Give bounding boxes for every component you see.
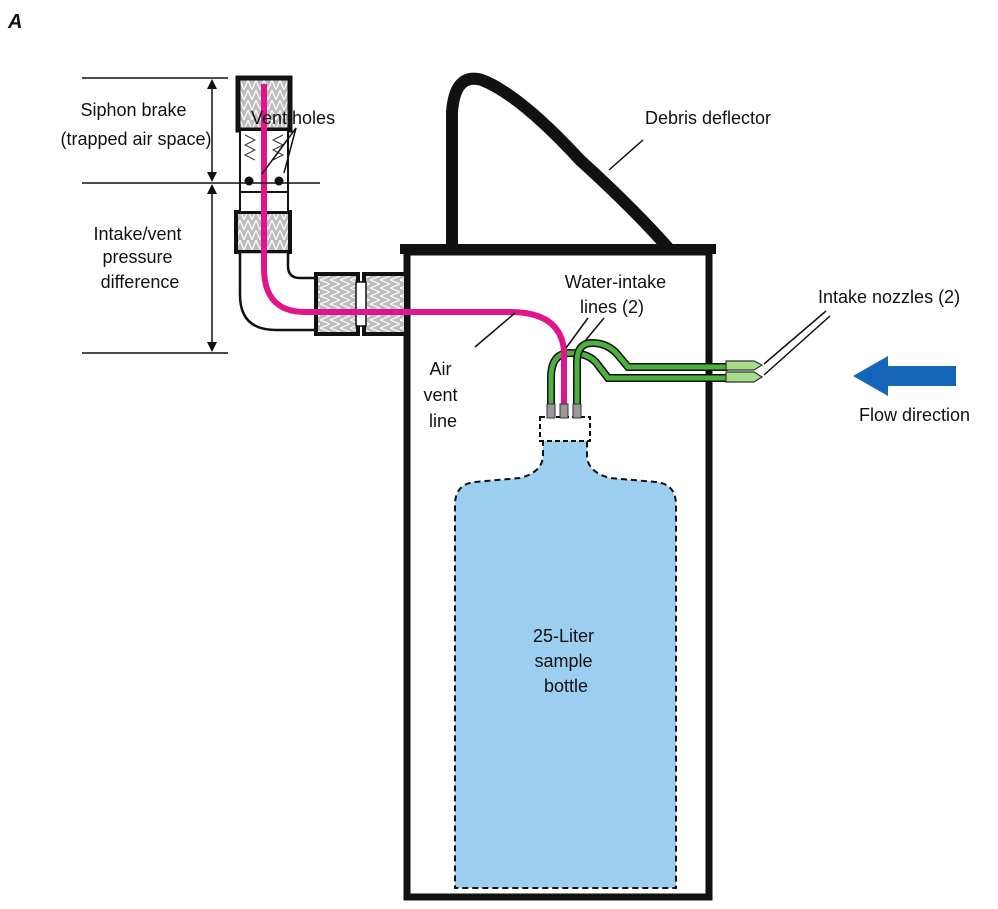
- intake-nozzle: [725, 360, 764, 371]
- leader-line: [608, 139, 644, 171]
- debris-deflector: [446, 72, 676, 258]
- leader-line: [763, 310, 827, 365]
- bottle-label: 25-Liter sample bottle: [533, 626, 599, 696]
- sample-bottle: [454, 439, 677, 889]
- debris-deflector-label: Debris deflector: [645, 108, 771, 128]
- intake-vent-label: Intake/vent pressure difference: [93, 224, 186, 292]
- tube-fitting: [546, 403, 556, 419]
- leader-line: [763, 315, 831, 376]
- siphon-threads: [243, 134, 285, 161]
- water-intake-lines-label: Water-intake lines (2): [565, 272, 671, 317]
- vent-hole: [274, 176, 284, 186]
- elbow-fitting: [238, 250, 318, 332]
- intake-nozzle: [725, 371, 764, 383]
- left-arrow-icon: [853, 356, 956, 396]
- air-vent-line-label: Air vent line: [423, 359, 462, 431]
- leader-line: [283, 127, 297, 174]
- vent-holes-label: Vent holes: [251, 108, 335, 128]
- double-headed-arrow-icon: [207, 79, 217, 182]
- bottle-cap: [539, 416, 591, 442]
- leader-line: [584, 317, 605, 342]
- double-headed-arrow-icon: [207, 184, 217, 352]
- leader-line: [565, 317, 589, 349]
- flow-direction-label: Flow direction: [859, 405, 970, 425]
- leader-line: [261, 127, 297, 175]
- tube-fitting: [559, 403, 569, 419]
- water-intake-line: [548, 350, 728, 412]
- coupling-link: [355, 281, 367, 327]
- air-vent-line: [261, 84, 567, 412]
- water-intake-line: [574, 340, 728, 412]
- horizontal-coupling-1: [314, 272, 360, 336]
- intake-nozzles-label: Intake nozzles (2): [818, 287, 960, 307]
- horizontal-coupling-2: [362, 272, 408, 336]
- housing-lid: [400, 244, 716, 254]
- vent-hole: [244, 176, 254, 186]
- siphon-brake-label: Siphon brake (trapped air space): [60, 100, 211, 149]
- panel-label: A: [7, 11, 22, 33]
- leader-line: [474, 312, 516, 348]
- tube-fitting: [572, 403, 582, 419]
